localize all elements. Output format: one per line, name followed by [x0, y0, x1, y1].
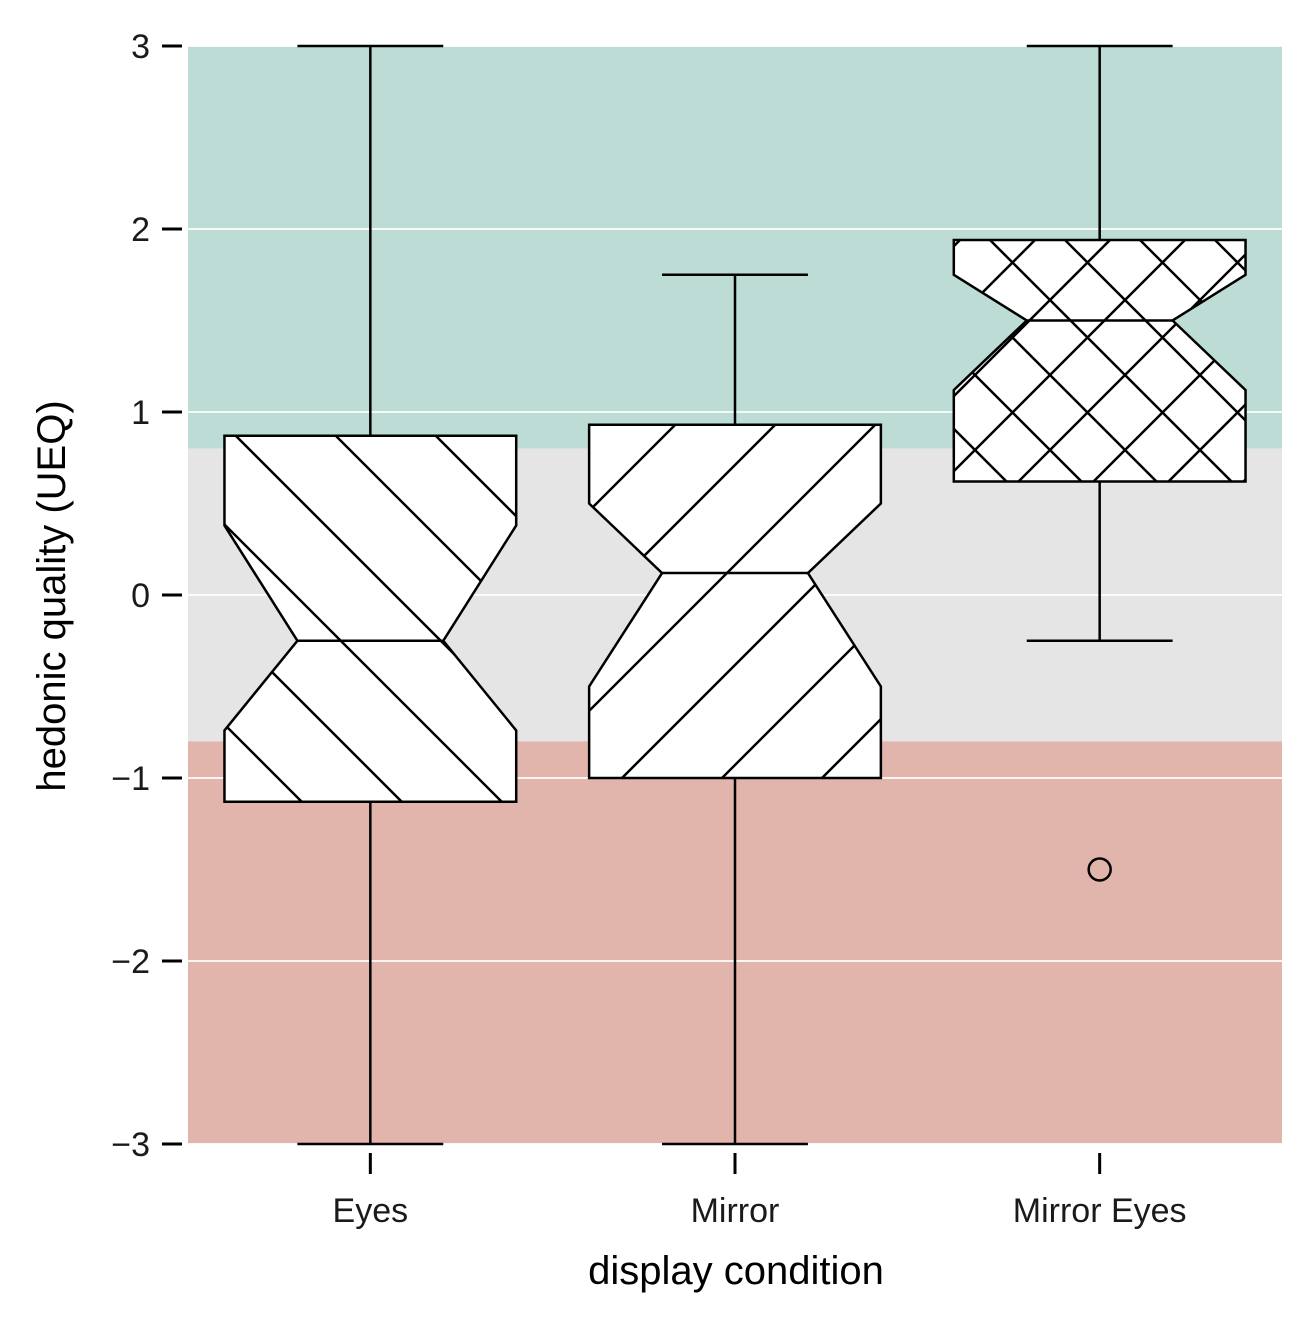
box-eyes	[223, 44, 518, 1146]
box-outline	[223, 434, 518, 804]
x-tick-label: Mirror	[691, 1192, 780, 1230]
y-axis-title: hedonic quality (UEQ)	[30, 400, 74, 791]
y-tick-label: −1	[111, 760, 150, 798]
x-axis: Eyes Mirror Mirror Eyes	[333, 1153, 1187, 1230]
y-tick-label: −2	[111, 943, 150, 981]
y-tick-label: 1	[131, 394, 150, 432]
y-tick-label: −3	[111, 1126, 150, 1164]
y-tick-label: 0	[131, 577, 150, 615]
box-outline	[952, 238, 1247, 483]
y-tick-label: 3	[131, 28, 150, 66]
box-mirror	[587, 273, 883, 1146]
box-outline	[587, 423, 883, 780]
box-mirror-eyes	[952, 44, 1247, 882]
y-tick-label: 2	[131, 211, 150, 249]
x-tick-label: Eyes	[333, 1192, 409, 1230]
boxes	[223, 44, 1247, 1146]
x-tick-label: Mirror Eyes	[1013, 1192, 1187, 1230]
outlier-point	[1087, 857, 1112, 882]
y-axis: 3 2 1 0 −1 −2 −3	[111, 28, 182, 1164]
x-axis-title: display condition	[588, 1249, 884, 1293]
